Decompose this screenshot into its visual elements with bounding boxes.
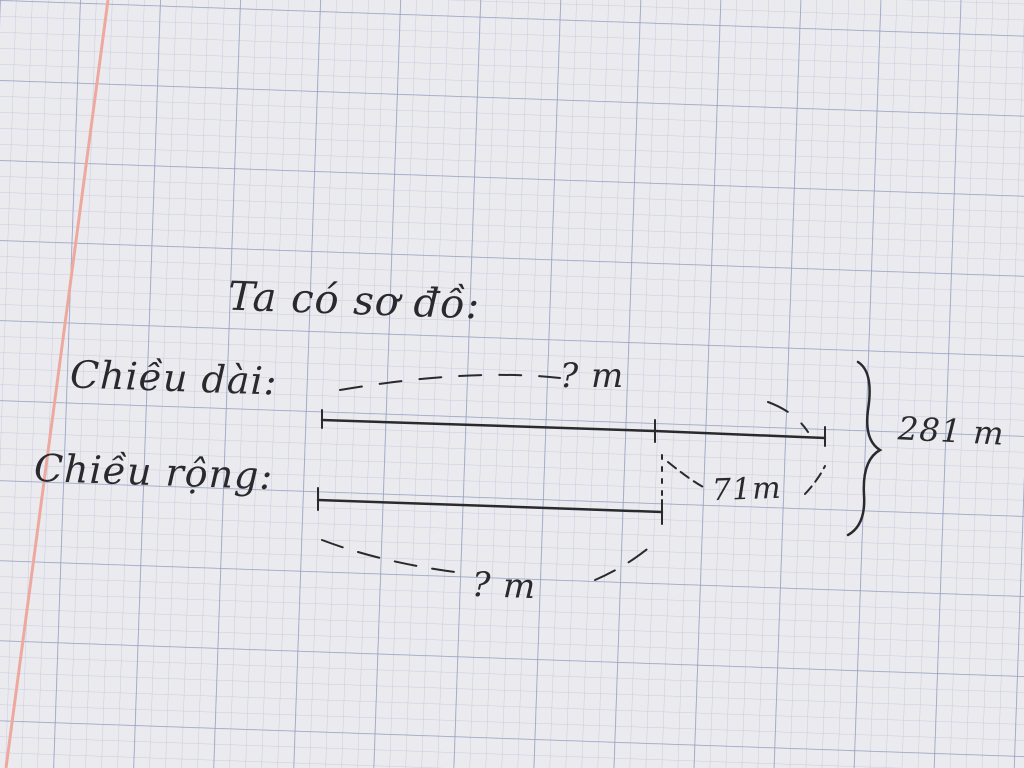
total-value: 281 m [897,409,1006,453]
note-title: Ta có sơ đồ: [227,273,481,329]
length-label: Chiều dài: [69,352,279,404]
total-brace [846,360,883,537]
diagram [316,360,883,581]
unknown-width: ? m [471,564,537,608]
difference-value: 71m [711,470,783,509]
length-dashed-brace [339,373,809,433]
margin-line [4,0,110,768]
width-segment [316,498,664,514]
width-dashed-brace [321,539,659,581]
unknown-length: ? m [560,356,625,396]
difference-brace [667,461,826,495]
width-label: Chiều rộng: [33,445,274,499]
